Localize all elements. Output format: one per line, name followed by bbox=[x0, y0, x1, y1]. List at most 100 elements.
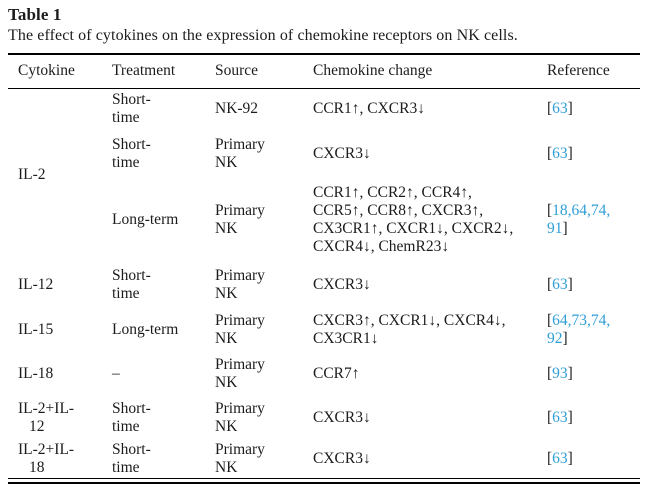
cell-line: Primary bbox=[215, 136, 265, 153]
cell-line: Primary bbox=[215, 312, 265, 329]
cell-line: NK-92 bbox=[215, 100, 259, 118]
cell-line: Primary bbox=[215, 440, 265, 458]
cell-chemokine-change: CCR1↑, CCR2↑, CCR4↑,CCR5↑, CCR8↑, CXCR3↑… bbox=[303, 178, 537, 262]
cell-line: IL-15 bbox=[18, 321, 54, 338]
cell-line: CXCR3↑, CXCR1↓, CXCR4↓, bbox=[313, 312, 506, 329]
citation-link[interactable]: 63 bbox=[552, 409, 568, 426]
cell-chemokine-change: CCR7↑ bbox=[303, 352, 537, 396]
citation-bracket: ] bbox=[567, 409, 573, 426]
cell-line: Long-term bbox=[112, 211, 179, 228]
cell-line: Primary bbox=[215, 356, 265, 373]
cell-reference: [63] bbox=[537, 130, 640, 178]
cell-line: CXCR3↓ bbox=[313, 145, 371, 162]
table-bottom-rule bbox=[8, 481, 640, 484]
cell-line: 18 bbox=[29, 458, 45, 476]
citation-link[interactable]: 18,64,74, bbox=[552, 202, 611, 219]
table-head: Cytokine Treatment Source Chemokine chan… bbox=[8, 54, 640, 89]
column-header-treatment: Treatment bbox=[102, 54, 205, 89]
citation-link[interactable]: 63 bbox=[552, 145, 568, 162]
cell-line: time bbox=[112, 458, 140, 476]
column-header-source: Source bbox=[205, 54, 303, 89]
cell-treatment: Long-term bbox=[102, 178, 205, 262]
citation-link[interactable]: 92 bbox=[547, 330, 563, 347]
cell-line: [64,73,74, bbox=[547, 312, 640, 330]
cell-treatment: Short-time bbox=[102, 130, 205, 178]
citation-link[interactable]: 91 bbox=[547, 220, 563, 237]
cell-treatment: Short-time bbox=[102, 440, 205, 478]
cell-chemokine-change: CXCR3↓ bbox=[303, 130, 537, 178]
cell-treatment: Short-time bbox=[102, 262, 205, 308]
citation-bracket: ] bbox=[562, 330, 568, 347]
cell-line: CXCR3↓ bbox=[313, 276, 371, 293]
cell-chemokine-change: CXCR3↓ bbox=[303, 262, 537, 308]
cell-line: Short- bbox=[112, 267, 151, 284]
cell-line: IL-2+IL- bbox=[18, 400, 75, 417]
cell-line: [63] bbox=[547, 276, 640, 294]
cell-line: Short- bbox=[112, 400, 151, 417]
cell-line: time bbox=[112, 418, 140, 435]
cell-line: NK bbox=[215, 220, 238, 237]
cell-line: [93] bbox=[547, 365, 640, 383]
citation-bracket: [ bbox=[547, 312, 553, 329]
citation-link[interactable]: 63 bbox=[552, 276, 568, 293]
citation-link[interactable]: 93 bbox=[552, 365, 568, 382]
citation-bracket: ] bbox=[567, 449, 573, 467]
cell-line: 92] bbox=[547, 330, 640, 348]
cell-cytokine: IL-2+IL-18 bbox=[8, 440, 102, 478]
cell-line: 91] bbox=[547, 220, 640, 238]
cell-treatment: – bbox=[102, 352, 205, 396]
cell-line: time bbox=[112, 154, 140, 171]
citation-bracket: [ bbox=[547, 276, 553, 293]
cell-line: CCR1↑, CCR2↑, CCR4↑, bbox=[313, 184, 472, 201]
cell-line: CXCR3↓ bbox=[313, 409, 371, 426]
citation-bracket: ] bbox=[567, 100, 573, 118]
cell-line: time bbox=[112, 285, 140, 302]
cell-line: [63] bbox=[547, 450, 640, 468]
citation-bracket: [ bbox=[547, 449, 553, 467]
cell-reference: [63] bbox=[537, 440, 640, 478]
cell-line: Primary bbox=[215, 400, 265, 417]
table-caption: The effect of cytokines on the expressio… bbox=[8, 27, 518, 44]
cytokine-chemokine-table: Cytokine Treatment Source Chemokine chan… bbox=[8, 53, 640, 479]
header-row: Cytokine Treatment Source Chemokine chan… bbox=[8, 54, 640, 89]
cell-treatment: Long-term bbox=[102, 308, 205, 352]
cell-reference: [64,73,74,92] bbox=[537, 308, 640, 352]
column-header-reference: Reference bbox=[537, 54, 640, 89]
cell-line: Short- bbox=[112, 440, 151, 458]
cell-line: Short- bbox=[112, 91, 151, 109]
cell-line: CCR7↑ bbox=[313, 365, 360, 382]
citation-link[interactable]: 64,73,74, bbox=[552, 312, 611, 329]
cell-reference: [93] bbox=[537, 352, 640, 396]
cell-reference: [63] bbox=[537, 396, 640, 440]
cell-line: Primary bbox=[215, 202, 265, 219]
cell-line: CCR5↑, CCR8↑, CXCR3↑, bbox=[313, 202, 484, 219]
cell-reference: [18,64,74,91] bbox=[537, 178, 640, 262]
citation-bracket: [ bbox=[547, 202, 553, 219]
citation-link[interactable]: 63 bbox=[552, 449, 568, 467]
cell-line: IL-18 bbox=[18, 365, 54, 382]
table-title: Table 1 bbox=[8, 5, 62, 24]
citation-bracket: ] bbox=[567, 276, 573, 293]
citation-bracket: [ bbox=[547, 365, 553, 382]
cell-line: [18,64,74, bbox=[547, 202, 640, 220]
cell-chemokine-change: CXCR3↓ bbox=[303, 440, 537, 478]
cell-chemokine-change: CCR1↑, CXCR3↓ bbox=[303, 88, 537, 130]
cell-line: CXCR4↓, ChemR23↓ bbox=[313, 238, 450, 255]
cell-reference: [63] bbox=[537, 88, 640, 130]
cell-line: 12 bbox=[29, 418, 45, 435]
cell-chemokine-change: CXCR3↑, CXCR1↓, CXCR4↓,CX3CR1↓ bbox=[303, 308, 537, 352]
cell-treatment: Short-time bbox=[102, 396, 205, 440]
cell-cytokine: IL-18 bbox=[8, 352, 102, 396]
cell-line: time bbox=[112, 109, 140, 127]
citation-link[interactable]: 63 bbox=[552, 100, 568, 118]
